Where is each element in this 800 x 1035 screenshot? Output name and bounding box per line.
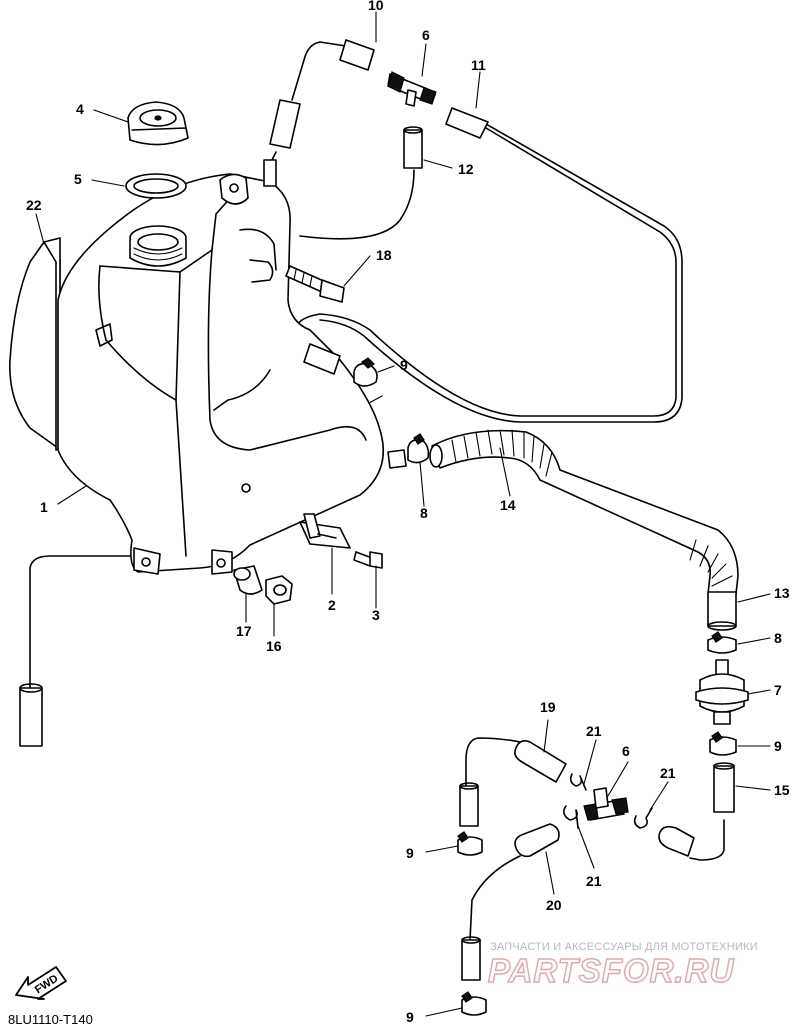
part-9-clamp-right [709,731,737,756]
part-13-hose [707,591,737,631]
part-5-seal [125,173,187,199]
callout-4: 4 [76,101,84,117]
part-2-bracket [299,513,351,549]
callout-17: 17 [236,623,252,639]
part-16-nut [265,575,293,605]
callout-1: 1 [40,499,48,515]
callout-9-upper: 9 [400,357,408,373]
part-9-clamp-upper [303,343,378,387]
callout-11: 11 [471,57,486,73]
callout-8-right: 8 [774,630,782,646]
part-18-bolt [285,265,345,303]
part-11-hose [445,107,489,139]
part-1-oil-tank [57,159,407,575]
callout-labels: 10 6 11 4 5 22 12 18 9 1 8 14 2 3 17 16 … [26,0,790,1025]
callout-21-bottom: 21 [586,873,602,889]
hose-lines [29,41,725,941]
callout-10: 10 [368,0,384,13]
part-4-filler-cap [127,101,189,146]
callout-2: 2 [328,597,336,613]
part-17-grommet [233,565,263,595]
callout-6-lower: 6 [622,743,630,759]
callout-3: 3 [372,607,380,623]
part-7-inline-filter [695,659,749,725]
watermark-logo: PARTSFOR.RU [487,951,735,989]
callout-7: 7 [774,682,782,698]
callout-12: 12 [458,161,474,177]
part-3-screw [353,551,383,569]
part-22-side-cover [9,237,61,451]
part-21-clips [562,773,653,829]
part-9-clamp-mid [457,831,483,856]
callout-9-right: 9 [774,738,782,754]
callout-8-upper: 8 [420,505,428,521]
part-10-hose [269,39,375,149]
callout-14: 14 [500,497,516,513]
part-20-hose [459,740,567,827]
watermark-subtitle: ЗАПЧАСТИ И АКСЕССУАРЫ ДЛЯ МОТОТЕХНИКИ [490,941,758,953]
drain-hose-left [19,683,43,747]
callout-19: 20 [546,897,562,913]
callout-18: 18 [376,247,392,263]
callout-20: 19 [540,699,556,715]
callout-9-bottom: 9 [406,1009,414,1025]
callout-9-mid: 9 [406,845,414,861]
callout-5: 5 [74,171,82,187]
callout-13: 13 [774,585,790,601]
callout-15: 15 [774,782,790,798]
part-8-clamp-lower [707,631,737,654]
part-14-corrugated-hose [429,429,739,595]
callout-6-upper: 6 [422,27,430,43]
callout-22: 22 [26,197,42,213]
part-8-clamp-upper [407,433,430,464]
part-9-clamp-bottom [461,991,487,1016]
diagram-code: 8LU1110-T140 [8,1012,93,1027]
part-6-t-fitting-upper [387,71,437,107]
callout-16: 16 [266,638,282,654]
callout-21-top: 21 [586,723,602,739]
part-12-hose [403,126,423,169]
callout-21-right: 21 [660,765,676,781]
part-15-hose [658,762,735,857]
part-19-hose [461,823,560,981]
fwd-arrow-icon: FWD [15,966,67,1000]
leader-lines [35,11,771,1017]
part-6-t-fitting-lower [583,787,629,821]
